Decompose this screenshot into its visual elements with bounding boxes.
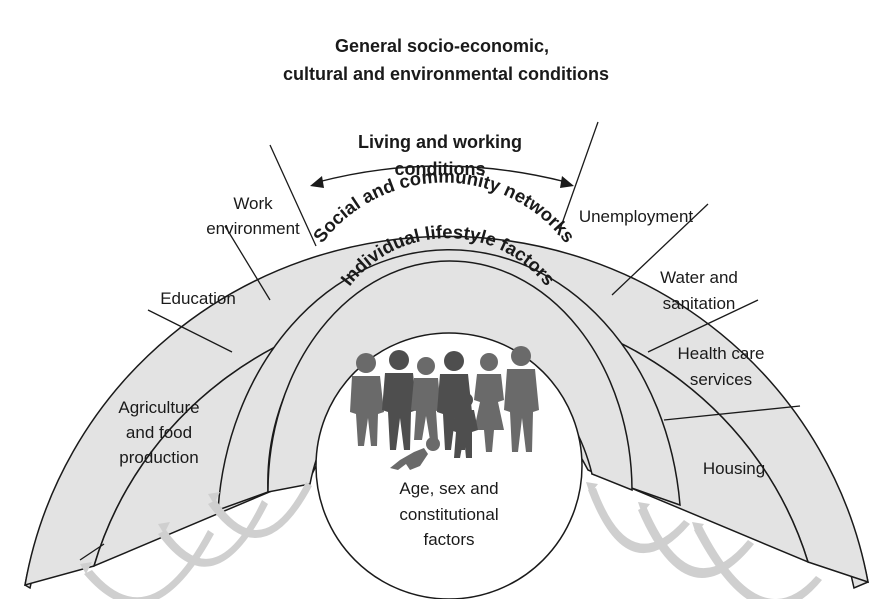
segment-work-line2: environment xyxy=(206,219,300,238)
segment-agriculture-line3: production xyxy=(119,448,198,467)
core-line3: factors xyxy=(423,530,474,549)
segment-work-line1: Work xyxy=(233,194,273,213)
living-working-line2: conditions xyxy=(395,159,486,179)
segment-agriculture-line1: Agriculture xyxy=(118,398,199,417)
living-working-dividers xyxy=(79,121,801,561)
outer-band-line1: General socio-economic, xyxy=(335,36,549,56)
feedback-arrows-left xyxy=(80,482,312,604)
feedback-arrows-right xyxy=(586,482,822,604)
segment-agriculture: Agriculture and food production xyxy=(118,398,199,467)
outer-band-line2: cultural and environmental conditions xyxy=(283,64,609,84)
segment-water-sanitation: Water and sanitation xyxy=(660,268,738,313)
living-working-arrow xyxy=(310,165,574,188)
people-silhouettes-icon xyxy=(350,346,539,470)
living-working-line1: Living and working xyxy=(358,132,522,152)
core-line1: Age, sex and xyxy=(399,479,498,498)
segment-unemployment: Unemployment xyxy=(579,207,694,226)
segment-water-line2: sanitation xyxy=(663,294,736,313)
segment-work-environment: Work environment xyxy=(206,194,300,238)
segment-education: Education xyxy=(160,289,236,308)
segment-health-line2: services xyxy=(690,370,752,389)
segment-agriculture-line2: and food xyxy=(126,423,192,442)
segment-water-line1: Water and xyxy=(660,268,738,287)
segment-health-care: Health care services xyxy=(678,344,765,389)
segment-housing: Housing xyxy=(703,459,765,478)
core-circle xyxy=(315,332,583,600)
segment-health-line1: Health care xyxy=(678,344,765,363)
core-line2: constitutional xyxy=(399,505,498,524)
